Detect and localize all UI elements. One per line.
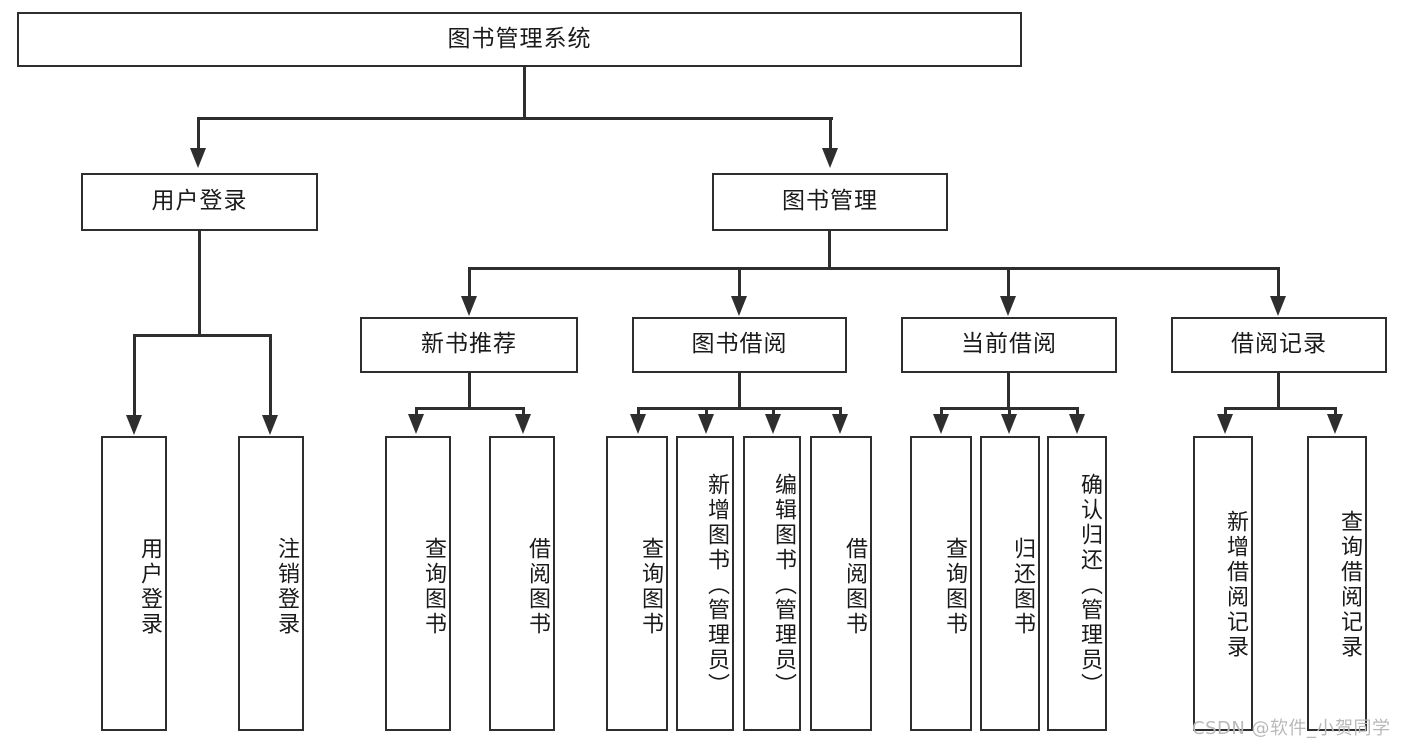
edge-user-login-child-0 [133,334,136,416]
node-label: 注销登录 [274,536,299,637]
edge-cb-child-1 [1008,407,1011,417]
leaf-nbr-borrow-book[interactable]: 借阅图书 [489,436,555,731]
node-label: 图书借阅 [691,331,788,358]
node-book-borrow[interactable]: 图书借阅 [632,317,847,373]
arrow-nbr-child-1 [515,414,531,434]
leaf-br-add-record[interactable]: 新增借阅记录 [1193,436,1253,731]
arrow-cb-child-0 [933,414,949,434]
edge-nbr-child-0 [415,407,418,417]
node-current-borrow[interactable]: 当前借阅 [901,317,1117,373]
edge-nbr-bus [415,407,525,410]
edge-nbr-stem [468,373,471,409]
leaf-br-query-record[interactable]: 查询借阅记录 [1307,436,1367,731]
leaf-user-login-logout[interactable]: 注销登录 [238,436,304,731]
node-label: 新增借阅记录 [1223,510,1248,660]
node-label: 新增图书（管理员） [704,472,729,698]
edge-bb-child-3 [839,407,842,417]
edge-root-stem [523,67,526,119]
edge-bb-bus [637,407,842,410]
edge-book-management-bus [468,267,1280,270]
edge-bb-child-1 [705,407,708,417]
arrow-cb-child-2 [1069,414,1085,434]
edge-user-login-child-1 [269,334,272,416]
edge-cb-stem [1007,373,1010,409]
node-label: 编辑图书（管理员） [771,472,796,698]
node-label: 借阅记录 [1231,331,1327,358]
arrow-bm-child-2 [1000,296,1016,316]
leaf-nbr-query-book[interactable]: 查询图书 [385,436,451,731]
arrow-bm-child-0 [461,296,477,316]
leaf-bb-query-book[interactable]: 查询图书 [606,436,668,731]
node-label: 查询借阅记录 [1337,510,1362,660]
node-new-book-recommend[interactable]: 新书推荐 [360,317,578,373]
edge-br-bus [1224,407,1337,410]
node-root-system[interactable]: 图书管理系统 [17,12,1022,67]
edge-bm-child-2 [1007,267,1010,297]
node-label: 用户登录 [151,188,248,215]
arrow-bm-child-3 [1270,296,1286,316]
leaf-bb-borrow-book[interactable]: 借阅图书 [810,436,872,731]
arrow-nbr-child-0 [408,414,424,434]
node-label: 查询图书 [421,536,446,637]
edge-root-bus [197,117,833,120]
arrow-to-user-login [190,148,206,168]
edge-bb-stem [738,373,741,409]
edge-book-management-stem [828,231,831,269]
node-label: 图书管理 [782,188,878,215]
node-label: 借阅图书 [525,536,550,637]
arrow-br-child-0 [1217,414,1233,434]
arrow-bb-child-3 [832,414,848,434]
node-label: 图书管理系统 [447,25,592,52]
leaf-cb-confirm-return-admin[interactable]: 确认归还（管理员） [1047,436,1107,731]
node-label: 用户登录 [137,536,162,637]
edge-bm-child-3 [1277,267,1280,297]
edge-user-login-bus [133,334,272,337]
edge-cb-child-0 [940,407,943,417]
arrow-bb-child-2 [765,414,781,434]
arrow-user-login-child-1 [262,415,278,435]
edge-bb-child-2 [772,407,775,417]
edge-br-child-0 [1224,407,1227,417]
arrow-cb-child-1 [1001,414,1017,434]
arrow-user-login-child-0 [126,415,142,435]
node-label: 借阅图书 [842,536,867,637]
arrow-bb-child-0 [630,414,646,434]
node-book-management[interactable]: 图书管理 [712,173,948,231]
arrow-bb-child-1 [698,414,714,434]
arrow-br-child-1 [1327,414,1343,434]
edge-bm-child-1 [738,267,741,297]
edge-cb-child-2 [1076,407,1079,417]
node-label: 查询图书 [942,536,967,637]
node-user-login[interactable]: 用户登录 [81,173,318,231]
edge-to-book-management [829,117,832,149]
edge-user-login-stem [198,231,201,336]
edge-br-stem [1277,373,1280,409]
node-label: 新书推荐 [421,331,517,358]
edge-bb-child-0 [637,407,640,417]
leaf-cb-query-book[interactable]: 查询图书 [910,436,972,731]
edge-nbr-child-1 [522,407,525,417]
node-label: 当前借阅 [961,331,1057,358]
arrow-bm-child-1 [731,296,747,316]
arrow-to-book-management [822,148,838,168]
edge-bm-child-0 [468,267,471,297]
node-label: 确认归还（管理员） [1077,472,1102,698]
node-label: 查询图书 [638,536,663,637]
leaf-cb-return-book[interactable]: 归还图书 [980,436,1040,731]
edge-to-user-login [197,117,200,149]
leaf-bb-edit-book-admin[interactable]: 编辑图书（管理员） [743,436,801,731]
node-borrow-record[interactable]: 借阅记录 [1171,317,1387,373]
leaf-user-login-login[interactable]: 用户登录 [101,436,167,731]
node-label: 归还图书 [1010,536,1035,637]
edge-br-child-1 [1334,407,1337,417]
leaf-bb-add-book-admin[interactable]: 新增图书（管理员） [676,436,734,731]
